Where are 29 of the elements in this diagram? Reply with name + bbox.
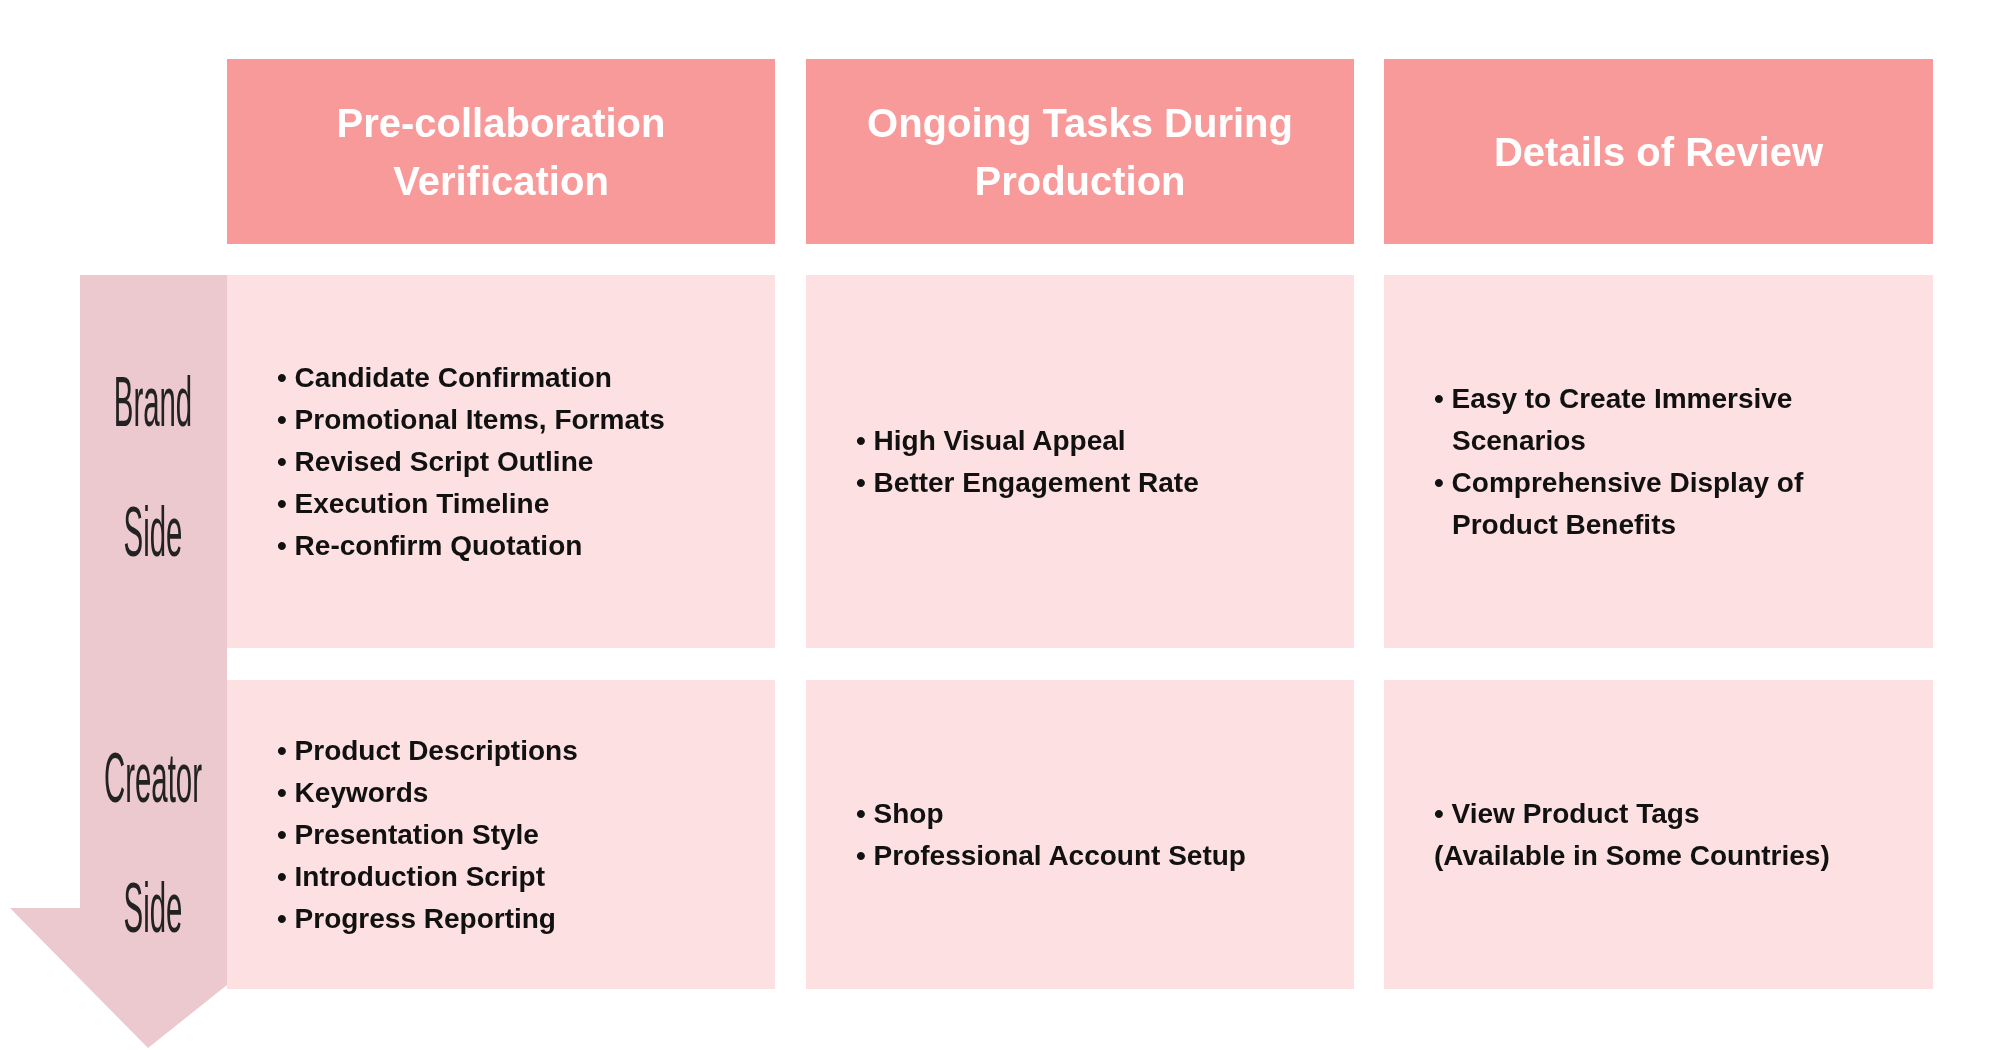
list-item: • High Visual Appeal (856, 423, 1127, 458)
list-item: • Easy to Create Immersive Scenarios (1434, 381, 1794, 458)
row-label: Brand Side (112, 362, 194, 573)
list-item: • Re-confirm Quotation (277, 528, 584, 563)
list-item: • Execution Timeline (277, 486, 551, 521)
list-item: • Product Descriptions (277, 733, 579, 768)
table-cell (806, 275, 1354, 648)
table-cell (227, 680, 775, 989)
table-cell (1384, 680, 1933, 989)
column-header: Ongoing Tasks During Production (806, 59, 1354, 244)
list-item: • Shop (856, 796, 945, 831)
list-item: • Revised Script Outline (277, 444, 595, 479)
list-item: • Presentation Style (277, 817, 540, 852)
list-item: • Better Engagement Rate (856, 465, 1200, 500)
list-item: • Promotional Items, Formats (277, 402, 666, 437)
list-item: • Candidate Confirmation (277, 360, 613, 395)
list-item: • View Product Tags (1434, 796, 1701, 831)
list-item: • Progress Reporting (277, 901, 557, 936)
list-item: • Comprehensive Display of Product Benefits (1434, 465, 1805, 542)
table-cell (806, 680, 1354, 989)
list-item: • Introduction Script (277, 859, 546, 894)
column-header: Pre-collaboration Verification (227, 59, 775, 244)
table-cell (227, 275, 775, 648)
column-header: Details of Review (1384, 59, 1933, 244)
table-cell (1384, 275, 1933, 648)
row-label: Creator Side (103, 738, 203, 949)
list-item: • Professional Account Setup (856, 838, 1247, 873)
list-item: (Available in Some Countries) (1434, 838, 1831, 873)
list-item: • Keywords (277, 775, 430, 810)
